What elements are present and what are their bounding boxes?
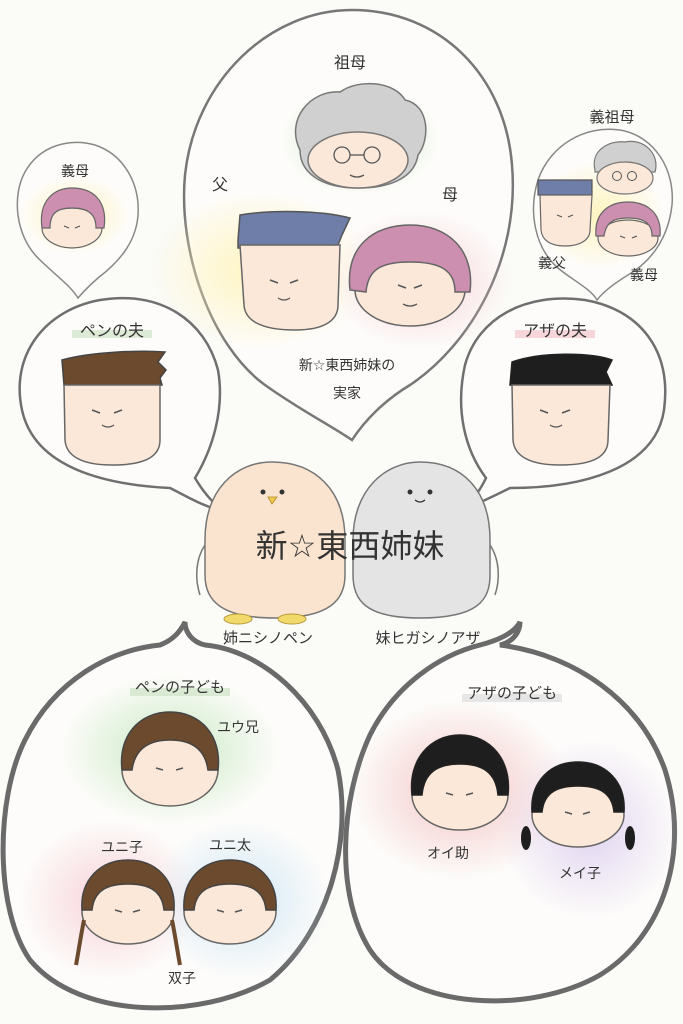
pen-husband-label: ペンの夫	[80, 321, 144, 340]
pen-husband-figure	[61, 350, 167, 466]
aza-grandmother-in-law-figure	[593, 140, 657, 195]
oi-suke-label: オイ助	[427, 846, 469, 862]
pen-mother-in-law-figure	[40, 187, 106, 249]
yuni-ko-figure	[74, 859, 182, 966]
aza-mother-in-law-label: 義母	[630, 267, 658, 284]
yuu-nii-label: ユウ兄	[217, 720, 259, 736]
diagram-title: 新☆東西姉妹	[256, 527, 445, 565]
father-figure	[237, 210, 352, 331]
yuni-ta-label: ユニ太	[209, 838, 251, 854]
yuu-nii-figure	[120, 711, 220, 807]
twins-label: 双子	[168, 971, 196, 987]
aza-father-in-law-figure	[537, 179, 593, 247]
grandmother-figure	[294, 82, 427, 189]
yuni-ta-figure	[183, 859, 277, 945]
mei-ko-figure	[521, 761, 635, 850]
aza-children-heading: アザの子ども	[467, 684, 557, 702]
grandmother-label: 祖母	[334, 53, 366, 72]
aza-mother-in-law-figure	[595, 201, 661, 257]
yuni-ko-label: ユニ子	[101, 840, 143, 856]
highlight	[462, 694, 562, 702]
home-caption-line1: 新☆東西姉妹の	[299, 358, 396, 374]
mother-label: 母	[442, 185, 458, 204]
seal-sister-figure	[352, 461, 500, 619]
aza-father-in-law-label: 義父	[538, 255, 566, 272]
younger-sister-label: 妹ヒガシノアザ	[375, 629, 480, 647]
pen-children-heading: ペンの子ども	[135, 678, 225, 696]
home-caption-line2: 実家	[333, 385, 361, 402]
aza-grandmother-in-law-label: 義祖母	[589, 108, 634, 126]
mother-figure	[348, 224, 472, 327]
elder-sister-label: 姉ニシノペン	[223, 629, 313, 647]
aza-husband-label: アザの夫	[523, 321, 587, 340]
highlight	[515, 330, 595, 338]
pen-mother-in-law-label: 義母	[61, 163, 89, 180]
highlight	[130, 688, 230, 696]
father-label: 父	[212, 175, 228, 194]
highlight	[72, 330, 152, 338]
oi-suke-figure	[410, 734, 510, 831]
aza-husband-figure	[509, 353, 614, 466]
penguin-sister-figure	[195, 461, 346, 625]
mei-ko-label: メイ子	[559, 866, 601, 882]
